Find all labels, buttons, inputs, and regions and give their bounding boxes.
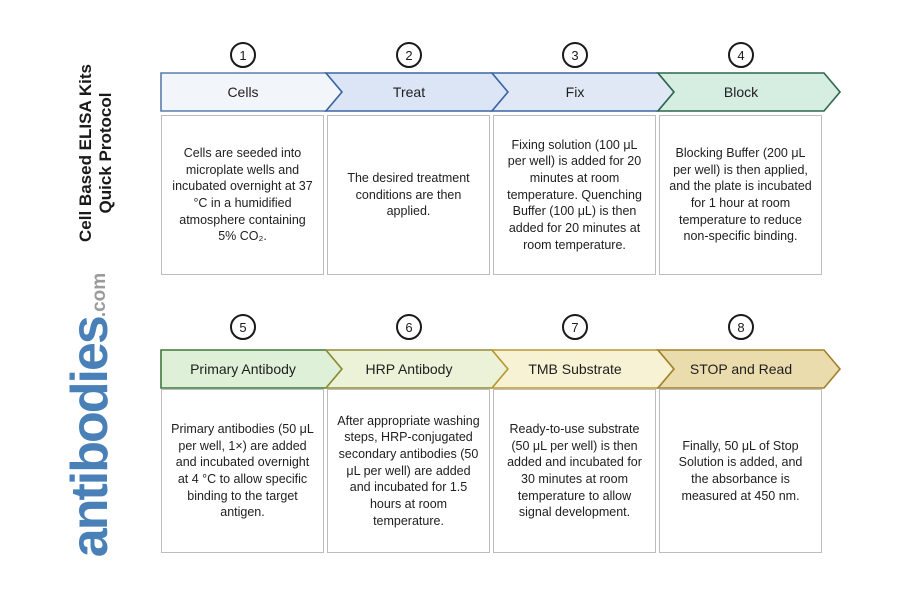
step-number: 1 [239, 47, 247, 63]
logo-wordmark: antibodies [61, 317, 119, 558]
step-number-badge-5: 5 [230, 314, 256, 340]
arrow-shape-fix [490, 72, 676, 112]
page-title-line2: Quick Protocol [96, 92, 115, 214]
step-description-box-5: Primary antibodies (50 μL per well, 1×) … [161, 389, 324, 553]
logo-domain-suffix: .com [89, 272, 110, 318]
step-number-badge-3: 3 [562, 42, 588, 68]
step-number-badge-1: 1 [230, 42, 256, 68]
arrow-row-1 [160, 72, 842, 112]
step-description: Ready-to-use substrate (50 μL per well) … [507, 422, 642, 520]
step-description: Finally, 50 μL of Stop Solution is added… [678, 438, 803, 503]
step-number-badge-2: 2 [396, 42, 422, 68]
step-description-box-1: Cells are seeded into microplate wells a… [161, 115, 324, 275]
step-description: After appropriate washing steps, HRP-con… [337, 413, 480, 528]
step-number: 7 [571, 319, 579, 335]
step-description-box-2: The desired treatment conditions are the… [327, 115, 490, 275]
step-description-box-8: Finally, 50 μL of Stop Solution is added… [659, 389, 822, 553]
arrow-shape-tmb-substrate [490, 349, 676, 389]
step-number: 6 [405, 319, 413, 335]
step-description: Primary antibodies (50 μL per well, 1×) … [171, 422, 314, 520]
step-description: Cells are seeded into microplate wells a… [172, 146, 313, 244]
arrow-row-2 [160, 349, 842, 389]
step-number: 5 [239, 319, 247, 335]
step-number: 4 [737, 47, 745, 63]
step-description-box-7: Ready-to-use substrate (50 μL per well) … [493, 389, 656, 553]
page-title: Cell Based ELISA Kits Quick Protocol [76, 43, 118, 263]
step-number-badge-8: 8 [728, 314, 754, 340]
step-number-badge-6: 6 [396, 314, 422, 340]
arrow-shape-block [656, 72, 842, 112]
step-number: 2 [405, 47, 413, 63]
step-description: The desired treatment conditions are the… [347, 171, 470, 219]
arrow-shape-primary-antibody [160, 349, 344, 389]
arrow-shape-stop-and-read [656, 349, 842, 389]
arrow-shape-hrp-antibody [324, 349, 510, 389]
step-description-box-3: Fixing solution (100 μL per well) is add… [493, 115, 656, 275]
step-description-box-6: After appropriate washing steps, HRP-con… [327, 389, 490, 553]
step-description: Fixing solution (100 μL per well) is add… [507, 137, 642, 252]
page-title-line1: Cell Based ELISA Kits [76, 64, 95, 242]
step-description: Blocking Buffer (200 μL per well) is the… [669, 146, 812, 244]
step-description-box-4: Blocking Buffer (200 μL per well) is the… [659, 115, 822, 275]
antibodies-logo: antibodies.com [50, 265, 130, 565]
step-number: 8 [737, 319, 745, 335]
step-number-badge-7: 7 [562, 314, 588, 340]
step-number-badge-4: 4 [728, 42, 754, 68]
step-number: 3 [571, 47, 579, 63]
arrow-shape-treat [324, 72, 510, 112]
arrow-shape-cells [160, 72, 344, 112]
